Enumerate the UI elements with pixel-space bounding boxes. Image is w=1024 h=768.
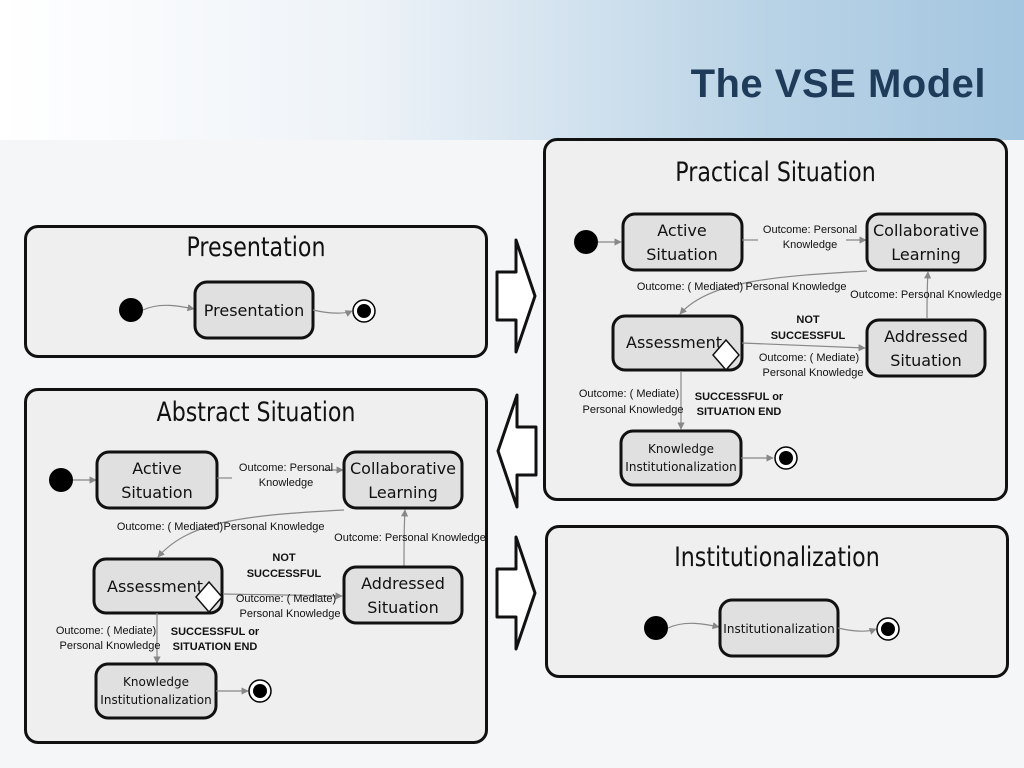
practical-edge-collab-assess-2: Personal Knowledge bbox=[746, 281, 847, 293]
transition-arrow-presentation-to-practical bbox=[495, 238, 537, 354]
abstract-active-label-1: Active bbox=[132, 459, 182, 478]
abstract-decision-diamond bbox=[195, 580, 223, 614]
practical-edge-assess-addressed-2: Personal Knowledge bbox=[763, 367, 864, 379]
abstract-not-successful-1: NOT bbox=[272, 552, 296, 564]
practical-edge-active-collab-2: Knowledge bbox=[783, 239, 837, 251]
abstract-edge-collab-assess-1: Outcome: ( Mediated) bbox=[117, 521, 223, 533]
institutionalization-initial-node bbox=[644, 616, 668, 640]
practical-knowledge-label-1: Knowledge bbox=[648, 442, 714, 456]
practical-collab-label-2: Learning bbox=[891, 245, 960, 264]
practical-not-successful-1: NOT bbox=[796, 314, 820, 326]
abstract-edge-assess-addressed-1: Outcome: ( Mediate) bbox=[236, 593, 336, 605]
abstract-collaborative-learning-state bbox=[342, 450, 464, 510]
practical-edge-addressed-collab: Outcome: Personal Knowledge bbox=[850, 289, 1002, 301]
practical-active-situation-state bbox=[621, 212, 744, 272]
presentation-state-label: Presentation bbox=[204, 301, 304, 320]
practical-knowledge-institutionalization-state bbox=[619, 429, 743, 487]
abstract-edge-assess-knowledge-2: Personal Knowledge bbox=[60, 640, 161, 652]
practical-edge-assess-addressed-1: Outcome: ( Mediate) bbox=[759, 352, 859, 364]
header-banner bbox=[0, 0, 1024, 140]
practical-assessment-label: Assessment bbox=[626, 333, 722, 352]
abstract-successful-1: SUCCESSFUL or bbox=[171, 626, 260, 638]
abstract-active-label-2: Situation bbox=[121, 483, 192, 502]
abstract-edge-collab-assess-2: Personal Knowledge bbox=[224, 521, 325, 533]
abstract-edge-active-collab-2: Knowledge bbox=[259, 477, 313, 489]
institutionalization-state-label: Institutionalization bbox=[723, 622, 834, 636]
abstract-edge-addressed-collab: Outcome: Personal Knowledge bbox=[334, 532, 486, 544]
practical-decision-diamond bbox=[712, 338, 740, 372]
abstract-assessment-state bbox=[92, 557, 224, 615]
practical-edge-assess-knowledge-2: Personal Knowledge bbox=[583, 404, 684, 416]
practical-successful-1: SUCCESSFUL or bbox=[695, 391, 784, 403]
practical-collab-label-1: Collaborative bbox=[873, 221, 979, 240]
abstract-not-successful-2: SUCCESSFUL bbox=[247, 568, 322, 580]
page-title: The VSE Model bbox=[690, 62, 986, 106]
abstract-edge-assess-addressed-2: Personal Knowledge bbox=[240, 608, 341, 620]
panel-title-practical: Practical Situation bbox=[675, 157, 876, 188]
abstract-knowledge-label-1: Knowledge bbox=[123, 675, 189, 689]
abstract-active-situation-state bbox=[95, 450, 219, 510]
practical-edge-collab-assess-1: Outcome: ( Mediated) bbox=[637, 281, 743, 293]
practical-edge-active-collab-1: Outcome: Personal bbox=[763, 224, 857, 236]
abstract-knowledge-label-2: Institutionalization bbox=[100, 693, 211, 707]
practical-addressed-label-2: Situation bbox=[890, 351, 961, 370]
abstract-knowledge-institutionalization-state bbox=[94, 662, 218, 720]
practical-active-label-1: Active bbox=[657, 221, 707, 240]
transition-arrow-practical-to-abstract bbox=[496, 393, 538, 509]
abstract-addressed-situation-state bbox=[342, 565, 464, 625]
abstract-assessment-label: Assessment bbox=[107, 577, 203, 596]
presentation-initial-node bbox=[119, 298, 143, 322]
abstract-addressed-label-2: Situation bbox=[367, 598, 438, 617]
practical-addressed-situation-state bbox=[865, 318, 987, 378]
practical-active-label-2: Situation bbox=[646, 245, 717, 264]
practical-knowledge-label-2: Institutionalization bbox=[625, 460, 736, 474]
practical-addressed-label-1: Addressed bbox=[884, 327, 968, 346]
practical-successful-2: SITUATION END bbox=[697, 406, 782, 418]
panel-title-institutionalization: Institutionalization bbox=[674, 542, 880, 573]
transition-arrow-abstract-to-institutionalization bbox=[495, 535, 537, 651]
abstract-successful-2: SITUATION END bbox=[173, 641, 258, 653]
practical-initial-node bbox=[574, 230, 598, 254]
panel-title-abstract: Abstract Situation bbox=[156, 397, 356, 428]
abstract-edge-assess-knowledge-1: Outcome: ( Mediate) bbox=[56, 625, 156, 637]
practical-collaborative-learning-state bbox=[865, 212, 987, 272]
abstract-initial-node bbox=[49, 468, 73, 492]
abstract-collab-label-2: Learning bbox=[368, 483, 437, 502]
abstract-addressed-label-1: Addressed bbox=[361, 574, 445, 593]
abstract-collab-label-1: Collaborative bbox=[350, 459, 456, 478]
practical-edge-assess-knowledge-1: Outcome: ( Mediate) bbox=[579, 388, 679, 400]
panel-title-presentation: Presentation bbox=[186, 232, 326, 263]
practical-not-successful-2: SUCCESSFUL bbox=[771, 330, 846, 342]
abstract-edge-active-collab-1: Outcome: Personal bbox=[239, 462, 333, 474]
